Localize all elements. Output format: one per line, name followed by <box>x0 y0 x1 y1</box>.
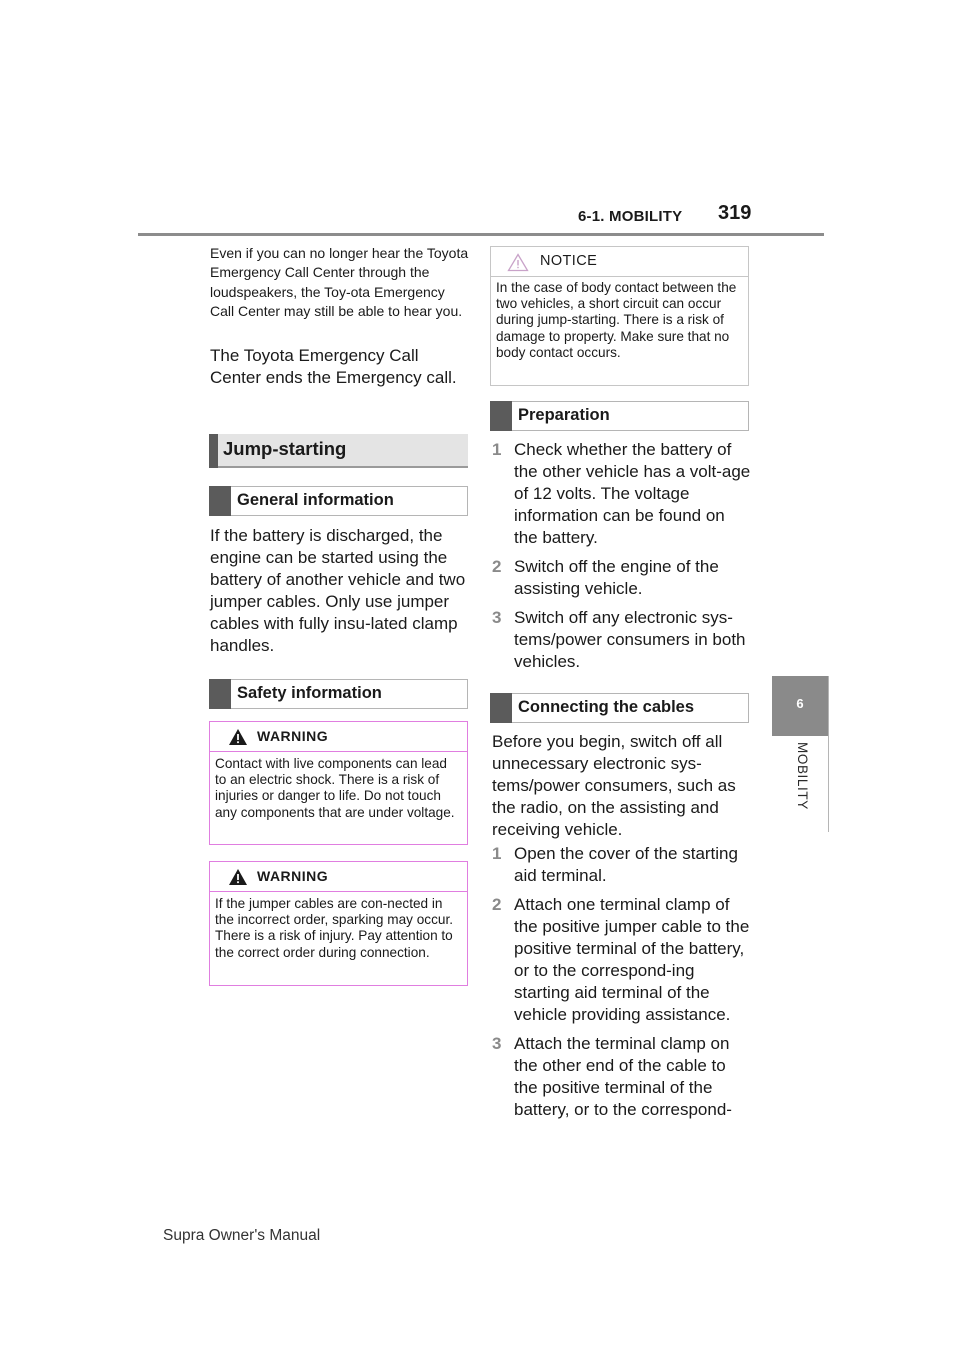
heading-bar <box>490 693 512 723</box>
heading-jump-starting: Jump-starting <box>209 434 468 468</box>
chapter-tab <box>772 676 828 736</box>
heading-text: Jump-starting <box>223 438 347 459</box>
warning-box-sparking: WARNING If the jumper cables are con-nec… <box>209 861 468 986</box>
heading-text: Connecting the cables <box>518 698 695 716</box>
list-item: 3 Switch off any electronic sys-tems/pow… <box>492 607 752 673</box>
warning-text: Contact with live components can lead to… <box>215 756 455 820</box>
list-item: 1 Check whether the battery of the other… <box>492 439 752 549</box>
step-number: 1 <box>492 440 502 459</box>
header-rule <box>138 233 824 236</box>
step-text: Check whether the battery of the other v… <box>514 440 751 547</box>
manual-footer: Supra Owner's Manual <box>163 1227 321 1244</box>
heading-text: Preparation <box>518 406 610 424</box>
section-title: 6-1. MOBILITY <box>578 208 683 225</box>
chapter-label: MOBILITY <box>795 742 810 810</box>
heading-bar <box>490 401 512 431</box>
step-text: Attach the terminal clamp on the other e… <box>514 1034 732 1119</box>
page-number: 319 <box>718 202 752 224</box>
warning-title: WARNING <box>257 868 329 884</box>
list-item: 1 Open the cover of the starting aid ter… <box>492 843 752 887</box>
heading-preparation: Preparation <box>490 401 749 431</box>
warning-title: WARNING <box>257 728 329 744</box>
warning-box-electric-shock: WARNING Contact with live components can… <box>209 721 468 845</box>
step-number: 3 <box>492 1034 502 1053</box>
step-number: 2 <box>492 895 502 914</box>
list-item: 2 Attach one terminal clamp of the posit… <box>492 894 752 1026</box>
notice-text: In the case of body contact between the … <box>496 280 737 360</box>
heading-bar <box>209 486 231 516</box>
step-text: Switch off the engine of the assisting v… <box>514 557 719 598</box>
warning-text: If the jumper cables are con-nected in t… <box>215 896 453 960</box>
preparation-steps: 1 Check whether the battery of the other… <box>492 439 752 680</box>
heading-bar <box>209 679 231 709</box>
heading-safety-information: Safety information <box>209 679 468 709</box>
warning-header: WARNING <box>210 862 467 892</box>
heading-bar <box>209 434 218 468</box>
step-number: 2 <box>492 557 502 576</box>
general-information-text: If the battery is discharged, the engine… <box>210 526 466 655</box>
heading-text: Safety information <box>237 684 382 702</box>
emergency-end-text: The Toyota Emergency Call Center ends th… <box>210 346 457 387</box>
heading-general-information: General information <box>209 486 468 516</box>
warning-triangle-icon <box>229 729 247 745</box>
connecting-steps: 1 Open the cover of the starting aid ter… <box>492 843 752 1128</box>
warning-triangle-icon <box>229 869 247 885</box>
notice-header: NOTICE <box>491 247 748 277</box>
step-number: 3 <box>492 608 502 627</box>
chapter-number: 6 <box>796 696 804 711</box>
notice-title: NOTICE <box>540 253 598 269</box>
notice-triangle-icon <box>507 253 529 272</box>
heading-connecting-cables: Connecting the cables <box>490 693 749 723</box>
chapter-tab-line <box>828 676 829 832</box>
emergency-note: Even if you can no longer hear the Toyot… <box>210 245 469 320</box>
step-text: Attach one terminal clamp of the positiv… <box>514 895 750 1024</box>
connecting-intro-text: Before you begin, switch off all unneces… <box>492 732 736 839</box>
step-text: Switch off any electronic sys-tems/power… <box>514 608 746 671</box>
step-text: Open the cover of the starting aid termi… <box>514 844 738 885</box>
notice-box-body-contact: NOTICE In the case of body contact betwe… <box>490 246 749 386</box>
heading-text: General information <box>237 491 394 509</box>
step-number: 1 <box>492 844 502 863</box>
list-item: 2 Switch off the engine of the assisting… <box>492 556 752 600</box>
warning-header: WARNING <box>210 722 467 752</box>
list-item: 3 Attach the terminal clamp on the other… <box>492 1033 752 1121</box>
